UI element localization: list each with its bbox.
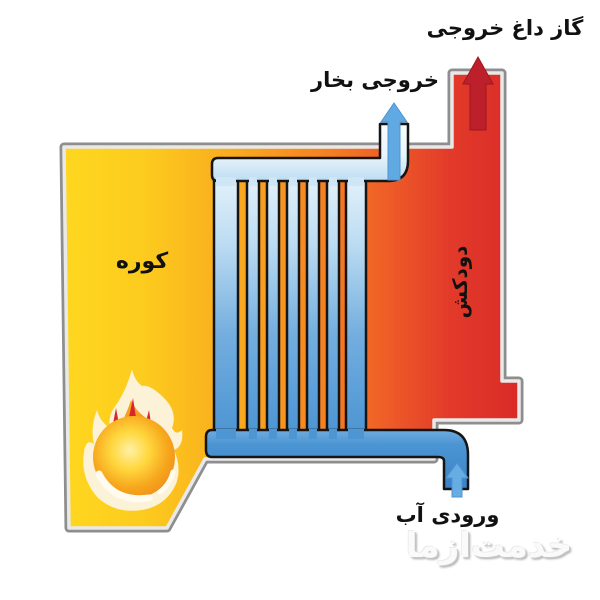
hot-gas-out-label: گاز داغ خروجی xyxy=(426,16,584,40)
tube-junctions xyxy=(216,177,364,439)
steam-out-arrow-icon xyxy=(380,102,408,181)
water-tube xyxy=(305,177,321,439)
water-tube xyxy=(245,177,261,439)
steam-out-label: خروجی بخار xyxy=(311,68,439,92)
water-tube xyxy=(325,177,341,439)
water-tube xyxy=(344,177,368,439)
flame-highlight xyxy=(95,470,153,503)
hot-gas-arrow-icon xyxy=(462,55,494,131)
flame-icon xyxy=(83,369,183,511)
water-tube xyxy=(265,177,281,439)
water-tube xyxy=(285,177,301,439)
furnace-label: کوره xyxy=(115,249,169,274)
watermark-logo: خدمت‌ازما xyxy=(405,526,573,566)
flame-highlight xyxy=(157,469,176,495)
chimney-label: دودکش xyxy=(448,245,472,319)
water-manifold-pipe xyxy=(204,428,470,491)
water-in-arrow-icon xyxy=(445,462,469,498)
water-in-label: ورودی آب xyxy=(395,503,500,527)
steam-header-pipe xyxy=(210,122,410,183)
water-tube xyxy=(212,177,240,439)
flame-core xyxy=(93,416,175,498)
